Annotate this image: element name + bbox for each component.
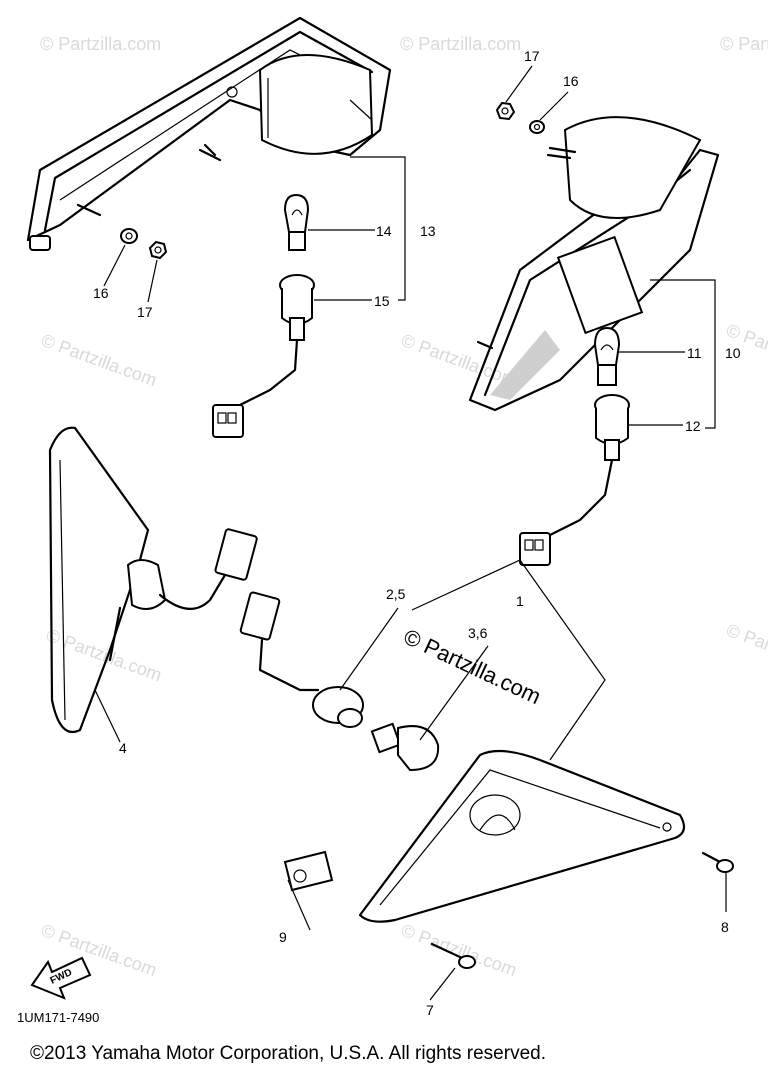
- socket-12[interactable]: [519, 394, 630, 566]
- callout-10[interactable]: 10: [725, 345, 741, 361]
- watermark: © Partzilla.com: [724, 620, 768, 680]
- watermark: © Partzilla.com: [720, 34, 768, 54]
- screw-7[interactable]: [429, 942, 476, 1001]
- clip-9[interactable]: [283, 850, 334, 931]
- callout-17-left[interactable]: 17: [137, 304, 153, 320]
- callout-15[interactable]: 15: [374, 293, 390, 309]
- callout-leaders: [103, 65, 569, 303]
- callout-14[interactable]: 14: [376, 223, 392, 239]
- callout-17-right[interactable]: 17: [524, 48, 540, 64]
- nut-17-right[interactable]: [495, 101, 516, 121]
- callout-16-left[interactable]: 16: [93, 285, 109, 301]
- callout-12[interactable]: 12: [685, 418, 701, 434]
- callout-7[interactable]: 7: [426, 1002, 434, 1018]
- callout-1[interactable]: 1: [516, 593, 524, 609]
- leader-lines-1: [94, 559, 606, 761]
- callout-13[interactable]: 13: [420, 223, 436, 239]
- watermark: © Partzilla.com: [399, 920, 520, 980]
- callout-labels: 1 2,5 3,6 4 7 8 9 10 11 12 13 14 15 16 1…: [93, 48, 741, 1018]
- watermark: © Partzilla.com: [39, 330, 160, 390]
- copyright-text: ©2013 Yamaha Motor Corporation, U.S.A. A…: [30, 1043, 546, 1064]
- watermark: © Partzilla.com: [44, 625, 165, 685]
- leader-lines-10-12: [619, 279, 716, 429]
- right-rear-flasher-housing[interactable]: [468, 116, 720, 412]
- callout-8[interactable]: 8: [721, 919, 729, 935]
- left-rear-flasher-housing[interactable]: [26, 16, 392, 251]
- bulb-14[interactable]: [283, 193, 310, 251]
- callout-4[interactable]: 4: [119, 740, 127, 756]
- callout-16-right[interactable]: 16: [563, 73, 579, 89]
- lens-1[interactable]: [358, 749, 686, 923]
- socket-15[interactable]: [212, 274, 315, 438]
- bulb-11[interactable]: [593, 326, 621, 386]
- washer-16-left[interactable]: [120, 228, 138, 244]
- watermark: © Partzilla.com: [400, 34, 521, 54]
- bulb-3-6[interactable]: [370, 722, 440, 772]
- watermark: © Partzilla.com: [399, 330, 520, 390]
- diagram-code: 1UM171-7490: [17, 1010, 99, 1025]
- front-flasher-4[interactable]: [48, 426, 258, 733]
- callout-11[interactable]: 11: [687, 345, 702, 361]
- leader-lines-13-15: [308, 156, 406, 301]
- screw-8[interactable]: [701, 851, 734, 912]
- callout-9[interactable]: 9: [279, 929, 287, 945]
- watermark: © Partzilla.com: [40, 34, 161, 54]
- washer-16-right[interactable]: [529, 120, 545, 134]
- socket-2-5[interactable]: [239, 591, 364, 728]
- nut-17-left[interactable]: [148, 240, 168, 260]
- fwd-arrow: FWD: [30, 956, 92, 1000]
- callout-3-6[interactable]: 3,6: [468, 625, 488, 641]
- callout-2-5[interactable]: 2,5: [386, 586, 406, 602]
